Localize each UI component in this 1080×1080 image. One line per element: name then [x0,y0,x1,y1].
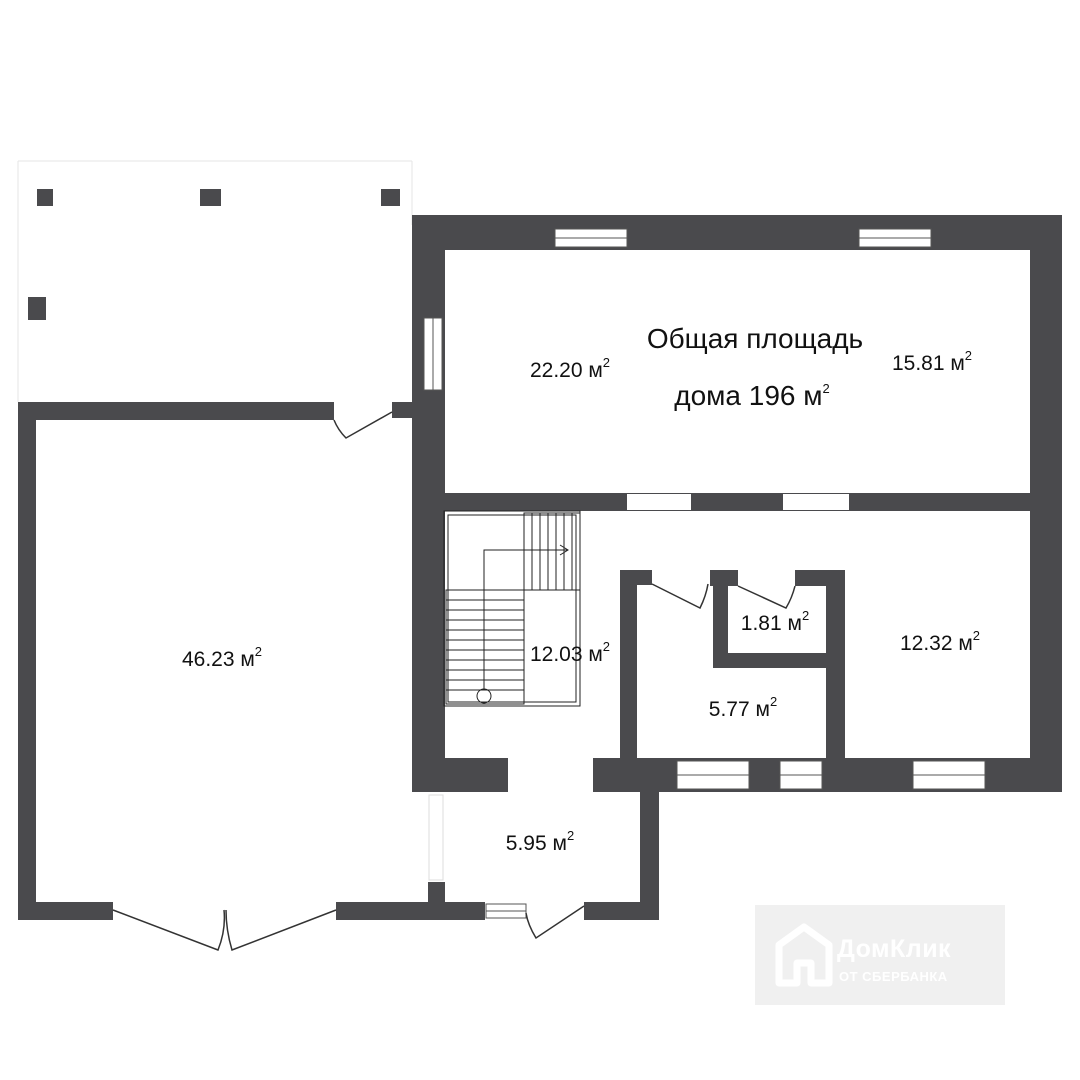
wall [18,902,113,920]
wall [336,902,446,920]
watermark-brand: ДомКлик [837,935,952,963]
doorway [783,494,849,510]
terrace-pillar [381,189,400,206]
wall [713,570,728,668]
wall [18,402,36,920]
room-area-label: 22.20 м2 [530,355,610,382]
wall [826,570,845,760]
terrace-pillar [37,189,53,206]
wall [428,882,445,920]
doorway [428,794,444,881]
doors [112,411,796,951]
wall [392,402,412,418]
door [525,905,585,940]
wall [640,792,659,920]
domclick-watermark: ДомКлик ОТ СБЕРБАНКА [755,905,1005,1005]
total-area-value: дома 196 м2 [674,380,830,411]
door [333,411,393,439]
windows [423,228,986,919]
door [651,583,709,610]
window [912,760,986,790]
wall [445,902,485,920]
wall [620,570,637,760]
room-area-label: 1.81 м2 [741,608,809,635]
window [858,228,932,248]
window [485,903,527,919]
window [554,228,628,248]
labels: Общая площадь дома 196 м2 22.20 м2 15.81… [182,323,980,855]
window [676,760,750,790]
wall [18,402,334,420]
window [423,317,443,391]
window [779,760,823,790]
door [225,909,337,951]
door [112,909,226,951]
room-area-label: 15.81 м2 [892,348,972,375]
terrace [17,160,413,402]
wall [412,215,1062,250]
room-area-label: 46.23 м2 [182,644,262,671]
door [737,585,796,609]
room-area-label: 12.03 м2 [530,639,610,666]
staircase [443,510,581,707]
room-area-label: 5.77 м2 [709,694,777,721]
wall [593,758,1062,792]
wall [620,570,652,585]
room-area-label: 5.95 м2 [506,828,574,855]
wall [584,902,659,920]
room-area-label: 12.32 м2 [900,628,980,655]
wall [412,215,445,792]
wall [713,653,840,668]
house-logo-icon [775,923,833,987]
wall [412,758,508,792]
wall [445,493,1062,511]
terrace-pillar [28,297,46,320]
doorway [627,494,691,510]
watermark-subtitle: ОТ СБЕРБАНКА [839,969,948,984]
total-area-title: Общая площадь [647,323,863,354]
terrace-pillar [200,189,221,206]
